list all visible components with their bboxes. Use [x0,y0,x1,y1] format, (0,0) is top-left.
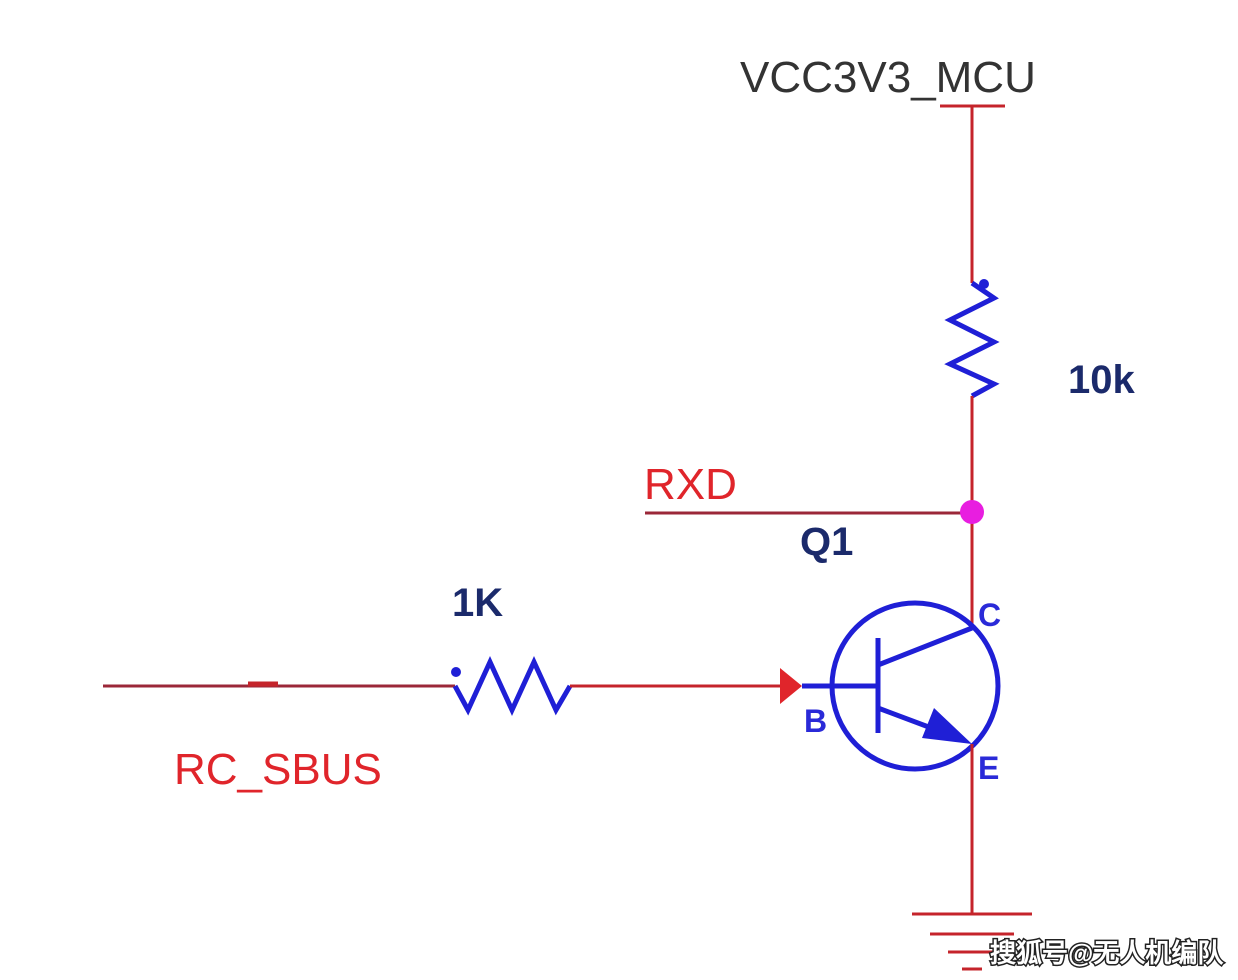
emitter-pin-label: E [978,750,999,786]
collector-pin-label: C [978,597,1001,633]
transistor-ref-label: Q1 [800,520,853,564]
base-resistor [452,655,573,717]
pullup-resistor [944,280,1000,399]
base-resistor-value: 1K [452,581,503,625]
rxd-net-label: RXD [644,460,737,509]
input-net-label: RC_SBUS [174,745,382,794]
watermark-text: 搜狐号@无人机编队 [990,938,1224,968]
base-pin-arrow-icon [780,668,802,704]
power-net-label: VCC3V3_MCU [740,53,1036,102]
pullup-resistor-value: 10k [1068,358,1135,402]
base-resistor-pin-dot [451,667,461,677]
transistor-collector-lead [877,625,973,668]
junction-dot [960,500,984,524]
emitter-arrow-icon [922,708,972,744]
base-pin-label: B [804,703,827,739]
